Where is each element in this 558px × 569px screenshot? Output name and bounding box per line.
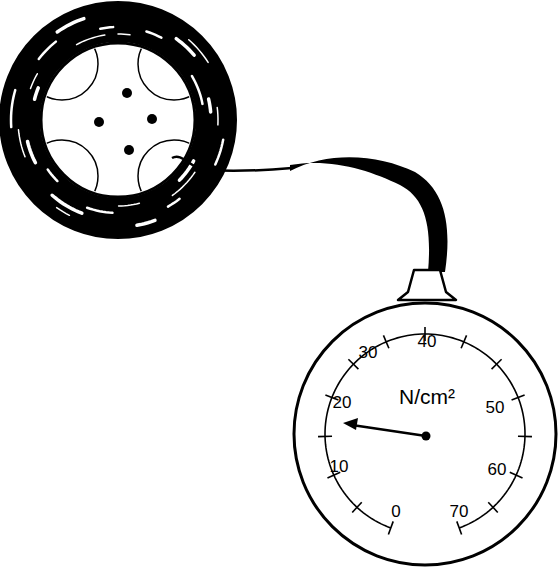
tread-mark xyxy=(52,195,82,213)
tread-mark xyxy=(172,172,195,195)
tread-mark xyxy=(118,33,130,35)
scale-tick xyxy=(383,335,388,348)
tread-mark xyxy=(11,90,15,127)
tread-mark xyxy=(176,39,194,55)
scale-number: 30 xyxy=(359,344,378,361)
valve-line xyxy=(172,157,292,171)
tread-mark xyxy=(87,208,112,213)
gauge-case xyxy=(294,303,556,565)
scale-tick xyxy=(512,395,525,400)
tread-mark xyxy=(18,130,25,157)
tyre xyxy=(0,2,236,238)
scale-number: 60 xyxy=(488,461,507,478)
scale-tick xyxy=(488,502,498,512)
gauge-needle xyxy=(343,418,431,441)
tread-mark xyxy=(39,42,56,59)
scale-tick xyxy=(457,521,462,534)
hose xyxy=(290,157,447,272)
tread-mark xyxy=(35,88,39,99)
tyre-texture xyxy=(11,19,223,226)
tread-mark xyxy=(57,208,70,216)
gauge-neck xyxy=(398,270,456,300)
tread-mark xyxy=(168,199,180,207)
scale-number: 0 xyxy=(391,503,400,520)
scale-tick xyxy=(388,521,393,534)
rim-arcs xyxy=(26,28,210,212)
scale-tick xyxy=(352,502,362,512)
scale-number: 20 xyxy=(333,394,352,411)
scale-tick xyxy=(318,436,332,438)
scale-number: 10 xyxy=(330,458,349,475)
tread-mark xyxy=(119,203,140,206)
tread-mark xyxy=(215,140,223,165)
gauge-scale xyxy=(318,327,532,535)
wheel-nuts xyxy=(94,88,157,155)
tread-mark xyxy=(100,27,113,29)
tyre-body xyxy=(20,22,216,218)
wheel-rim xyxy=(41,43,195,197)
tread-mark xyxy=(57,19,84,32)
tread-mark xyxy=(137,220,155,225)
tyre-outline xyxy=(0,2,236,238)
tread-mark xyxy=(48,170,58,181)
scale-tick xyxy=(510,472,523,478)
tread-mark xyxy=(30,74,37,89)
scale-number: 40 xyxy=(418,333,437,350)
scale-number: 70 xyxy=(450,503,469,520)
tread-mark xyxy=(146,31,161,37)
scale-tick xyxy=(492,359,502,369)
tread-mark xyxy=(189,40,208,63)
unit-label: N/cm² xyxy=(399,386,455,407)
scale-arc xyxy=(325,334,525,528)
tread-mark xyxy=(28,142,36,163)
scale-tick xyxy=(518,436,532,438)
tread-mark xyxy=(209,99,211,112)
tread-mark xyxy=(216,107,218,124)
tread-mark xyxy=(77,35,105,45)
scale-number: 50 xyxy=(486,399,505,416)
scale-tick xyxy=(348,359,358,369)
scale-tick xyxy=(461,335,466,348)
